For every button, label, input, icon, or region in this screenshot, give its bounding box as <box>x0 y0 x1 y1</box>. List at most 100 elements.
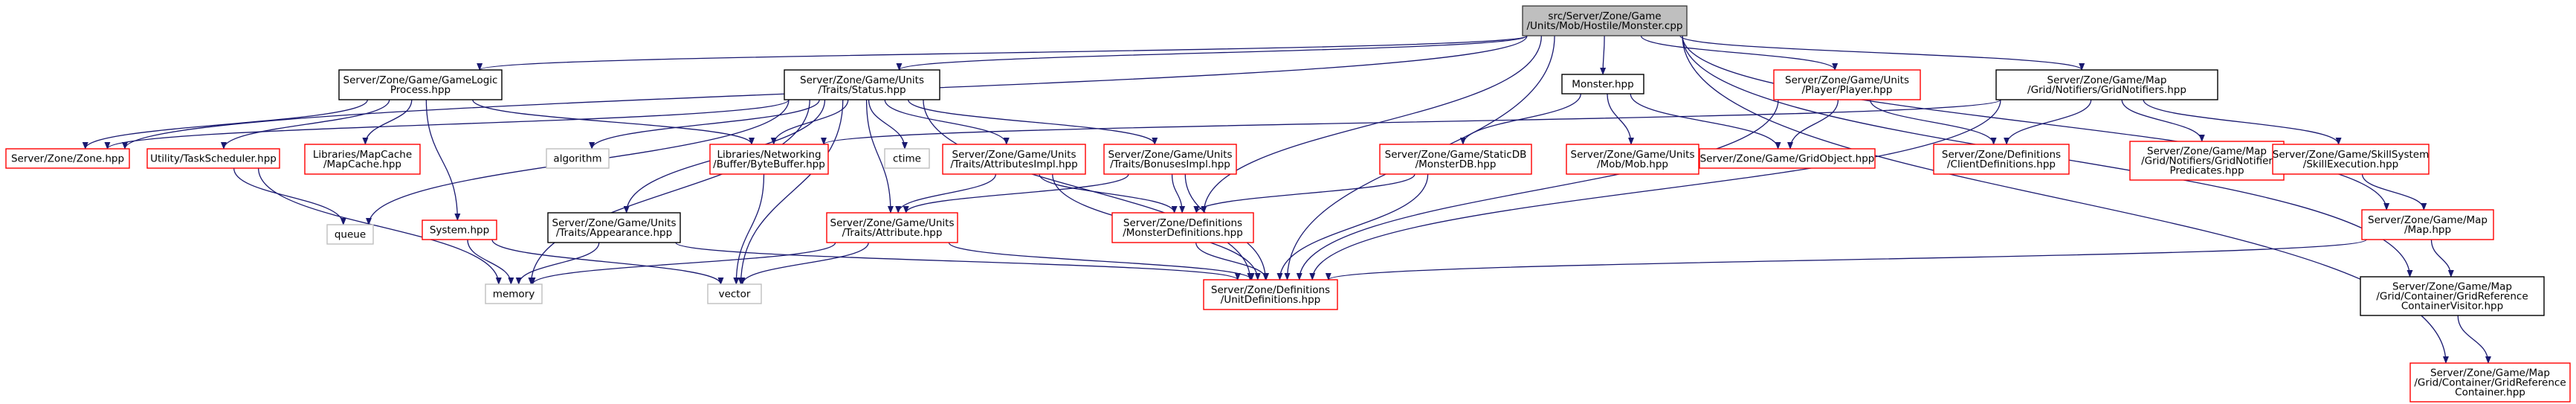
node-label: Server/Zone/Definitions <box>1123 217 1242 229</box>
edge-gridnotifiers-to-gridnotifierpreds <box>2121 99 2202 142</box>
edge-monsterdb-to-monsterdefs <box>1196 173 1415 214</box>
node-box <box>1699 148 1876 169</box>
node-label: /MonsterDB.hpp <box>1415 158 1497 170</box>
edge-attribute-to-memory <box>532 242 836 285</box>
node-label: /Traits/BonusesImpl.hpp <box>1110 158 1230 170</box>
node-label: /Traits/AttributesImpl.hpp <box>950 158 1077 170</box>
node-status[interactable]: Server/Zone/Game/Units/Traits/Status.hpp <box>784 69 940 100</box>
node-label: Server/Zone/Definitions <box>1211 284 1330 296</box>
node-player[interactable]: Server/Zone/Game/Units/Player/Player.hpp <box>1773 69 1921 100</box>
edge-monster_cpp-to-gamelogic <box>480 35 1528 71</box>
node-box <box>304 144 421 175</box>
node-queue: queue <box>326 224 374 245</box>
node-skillexec[interactable]: Server/Zone/Game/SkillSystem/SkillExecut… <box>2272 144 2430 175</box>
node-label: Server/Zone/Game/Units <box>1785 74 1909 86</box>
node-algorithm: algorithm <box>546 148 610 169</box>
node-ctime: ctime <box>884 148 930 169</box>
node-appearance[interactable]: Server/Zone/Game/Units/Traits/Appearance… <box>547 212 681 243</box>
node-label: /UnitDefinitions.hpp <box>1221 294 1320 306</box>
edge-monster_cpp-to-player <box>1640 35 1835 71</box>
node-label: src/Server/Zone/Game <box>1548 10 1661 22</box>
edge-gridnotifiers-to-skillexec <box>2143 99 2338 145</box>
node-label: /Units/Mob/Hostile/Monster.cpp <box>1527 20 1683 32</box>
node-unitdefs[interactable]: Server/Zone/Definitions/UnitDefinitions.… <box>1203 279 1338 310</box>
edge-appearance-to-memory <box>519 242 600 285</box>
node-box <box>547 212 681 243</box>
node-box <box>709 144 829 175</box>
node-label: /SkillExecution.hpp <box>2303 158 2398 170</box>
edge-map-to-unitdefs <box>1329 239 2367 280</box>
node-box <box>1522 5 1688 36</box>
node-clientdefs[interactable]: Server/Zone/Definitions/ClientDefinition… <box>1933 144 2070 175</box>
edge-gridnotifiers-to-bytebuffer <box>824 99 2001 145</box>
edge-monster_cpp-to-gridnotifiers <box>1679 35 2082 71</box>
node-mob[interactable]: Server/Zone/Game/Units/Mob/Mob.hpp <box>1566 144 1699 175</box>
node-box <box>2361 209 2494 240</box>
node-attribute[interactable]: Server/Zone/Game/Units/Traits/Attribute.… <box>826 212 958 243</box>
node-gridnotifiers[interactable]: Server/Zone/Game/Map/Grid/Notifiers/Grid… <box>1995 69 2218 100</box>
node-box <box>422 219 497 240</box>
node-label: Server/Zone/Game/Units <box>830 217 955 229</box>
node-system[interactable]: System.hpp <box>422 219 497 240</box>
node-zone[interactable]: Server/Zone/Zone.hpp <box>5 148 130 169</box>
node-label: Server/Zone/Game/SkillSystem <box>2273 149 2429 161</box>
node-gridrefcontainer[interactable]: Server/Zone/Game/Map/Grid/Container/Grid… <box>2409 362 2571 403</box>
edge-gridnotifiers-to-clientdefs <box>2007 99 2092 145</box>
node-label: Server/Zone/Game/GameLogic <box>343 74 498 86</box>
edge-player-to-unitdefs <box>1300 99 1779 280</box>
node-label: vector <box>719 289 751 301</box>
node-box <box>784 69 940 100</box>
node-mapcache[interactable]: Libraries/MapCache/MapCache.hpp <box>304 144 421 175</box>
node-attributesimpl[interactable]: Server/Zone/Game/Units/Traits/Attributes… <box>942 144 1086 175</box>
node-label: Server/Zone/Game/Map <box>2430 368 2550 379</box>
node-bytebuffer[interactable]: Libraries/Networking/Buffer/ByteBuffer.h… <box>709 144 829 175</box>
node-gridrefvisitor[interactable]: Server/Zone/Game/Map/Grid/Container/Grid… <box>2360 276 2545 316</box>
node-label: /Grid/Notifiers/GridNotifier <box>2141 155 2273 167</box>
edge-gamelogic-to-mapcache <box>365 99 413 145</box>
node-monster_hpp[interactable]: Monster.hpp <box>1561 74 1644 94</box>
edge-status-to-ctime <box>868 99 905 149</box>
node-label: algorithm <box>553 153 601 165</box>
node-label: /Traits/Attribute.hpp <box>842 227 943 239</box>
node-taskscheduler[interactable]: Utility/TaskScheduler.hpp <box>146 148 280 169</box>
node-label: Server/Zone/Game/Units <box>1108 149 1233 161</box>
node-box <box>884 148 930 169</box>
nodes-layer: src/Server/Zone/Game/Units/Mob/Hostile/M… <box>5 5 2571 403</box>
node-box <box>146 148 280 169</box>
node-map[interactable]: Server/Zone/Game/Map/Map.hpp <box>2361 209 2494 240</box>
node-box <box>1773 69 1921 100</box>
edge-monster_cpp-to-monsterdefs <box>1204 35 1543 213</box>
node-label: /Map.hpp <box>2404 224 2451 236</box>
edge-bytebuffer-to-vector <box>736 173 765 284</box>
node-label: /Player/Player.hpp <box>1802 84 1893 96</box>
node-gridnotifierpreds[interactable]: Server/Zone/Game/Map/Grid/Notifiers/Grid… <box>2129 141 2285 181</box>
edge-taskscheduler-to-memory <box>257 167 499 284</box>
node-label: /Grid/Notifiers/GridNotifiers.hpp <box>2027 84 2186 96</box>
node-box <box>338 69 503 100</box>
node-monster_cpp: src/Server/Zone/Game/Units/Mob/Hostile/M… <box>1522 5 1688 36</box>
node-box <box>707 283 762 304</box>
node-box <box>2360 276 2545 316</box>
edge-monster_cpp-to-monster_hpp <box>1603 35 1604 74</box>
node-label: /Buffer/ByteBuffer.hpp <box>713 158 825 170</box>
node-label: Container.hpp <box>2455 387 2525 399</box>
node-label: Server/Zone/Game/GridObject.hpp <box>1700 153 1875 165</box>
node-box <box>1379 144 1532 175</box>
node-label: /Traits/Status.hpp <box>818 84 906 96</box>
edge-status-to-attribute <box>865 99 891 213</box>
node-box <box>1111 212 1254 243</box>
edge-status-to-attributesimpl <box>884 99 1007 145</box>
edge-status-to-algorithm <box>592 99 820 150</box>
node-label: Libraries/Networking <box>717 149 821 161</box>
node-bonusesimpl[interactable]: Server/Zone/Game/Units/Traits/BonusesImp… <box>1103 144 1237 175</box>
node-label: /MapCache.hpp <box>323 158 401 170</box>
node-gridobject[interactable]: Server/Zone/Game/GridObject.hpp <box>1699 148 1876 169</box>
node-box <box>1995 69 2218 100</box>
node-label: Libraries/MapCache <box>313 149 412 161</box>
node-monsterdefs[interactable]: Server/Zone/Definitions/MonsterDefinitio… <box>1111 212 1254 243</box>
node-monsterdb[interactable]: Server/Zone/Game/StaticDB/MonsterDB.hpp <box>1379 144 1532 175</box>
edge-status-to-zone <box>107 99 790 150</box>
edge-status-to-bytebuffer <box>774 99 849 145</box>
